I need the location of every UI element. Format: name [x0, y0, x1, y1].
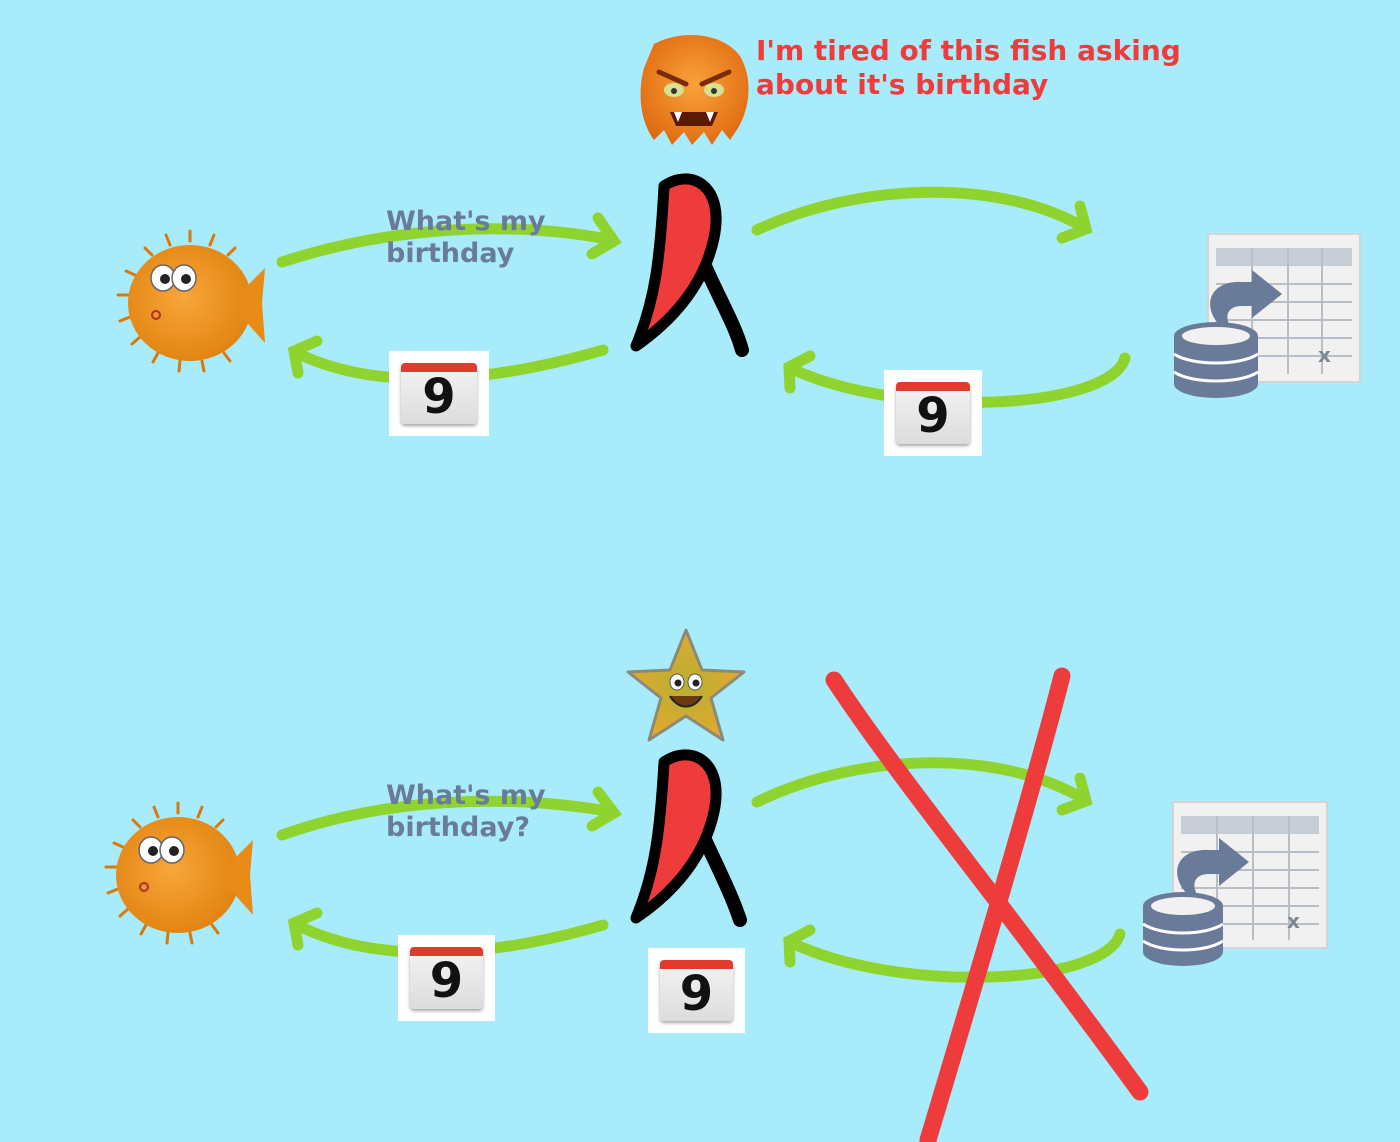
calendar-day: 9	[679, 966, 714, 1021]
top-arrow-head-3	[783, 350, 816, 394]
bottom-question-line-1: What's my	[386, 780, 546, 811]
top-arrow-head-1	[586, 212, 622, 260]
lambda-icon	[630, 749, 747, 927]
bottom-question-label: What's my birthday?	[386, 780, 546, 845]
top-arrow-head-4	[287, 335, 323, 379]
calendar-icon: 9	[389, 351, 489, 436]
svg-text:x: x	[1287, 909, 1300, 933]
bottom-arrow-head-4	[287, 907, 323, 951]
calendar-icon: 9	[398, 935, 495, 1021]
calendar-day: 9	[916, 388, 950, 444]
database-spreadsheet-icon: x	[1173, 233, 1361, 398]
top-arrow-head-2	[1056, 200, 1093, 244]
bottom-arrow-head-3	[783, 924, 816, 968]
top-arrow-db-to-lambda	[784, 352, 1131, 408]
bottom-arrow-lambda-to-db	[751, 757, 1091, 808]
svg-text:x: x	[1318, 343, 1331, 367]
bottom-arrow-head-1	[586, 786, 623, 832]
top-arrow-fish-to-lambda	[276, 223, 618, 268]
bottom-arrow-head-2	[1056, 772, 1093, 816]
bottom-arrow-db-to-lambda	[784, 928, 1126, 983]
calendar-icon: 9	[648, 948, 745, 1033]
lambda-icon	[630, 173, 749, 357]
top-arrow-lambda-to-db	[751, 186, 1091, 236]
pufferfish-icon	[116, 229, 265, 373]
calendar-icon: 9	[884, 370, 982, 456]
calendar-day: 9	[429, 953, 464, 1009]
cross-out-mark	[825, 667, 1149, 1142]
monster-speech-line-2: about it's birthday	[756, 68, 1049, 102]
top-question-label: What's my birthday	[386, 206, 546, 271]
angry-monster-icon	[640, 34, 749, 145]
monster-speech-line-1: I'm tired of this fish asking	[756, 34, 1181, 67]
top-question-line-2: birthday	[386, 238, 515, 270]
database-spreadsheet-icon: x	[1142, 801, 1328, 966]
bottom-arrow-fish-to-lambda	[276, 795, 618, 841]
calendar-day: 9	[422, 369, 456, 424]
bottom-arrows	[276, 757, 1126, 983]
monster-speech-text: I'm tired of this fish asking about it's…	[756, 34, 1181, 102]
pufferfish-icon	[104, 801, 253, 945]
top-question-line-1: What's my	[386, 206, 546, 237]
smiling-star-icon	[626, 628, 746, 742]
bottom-question-line-2: birthday?	[386, 812, 531, 844]
